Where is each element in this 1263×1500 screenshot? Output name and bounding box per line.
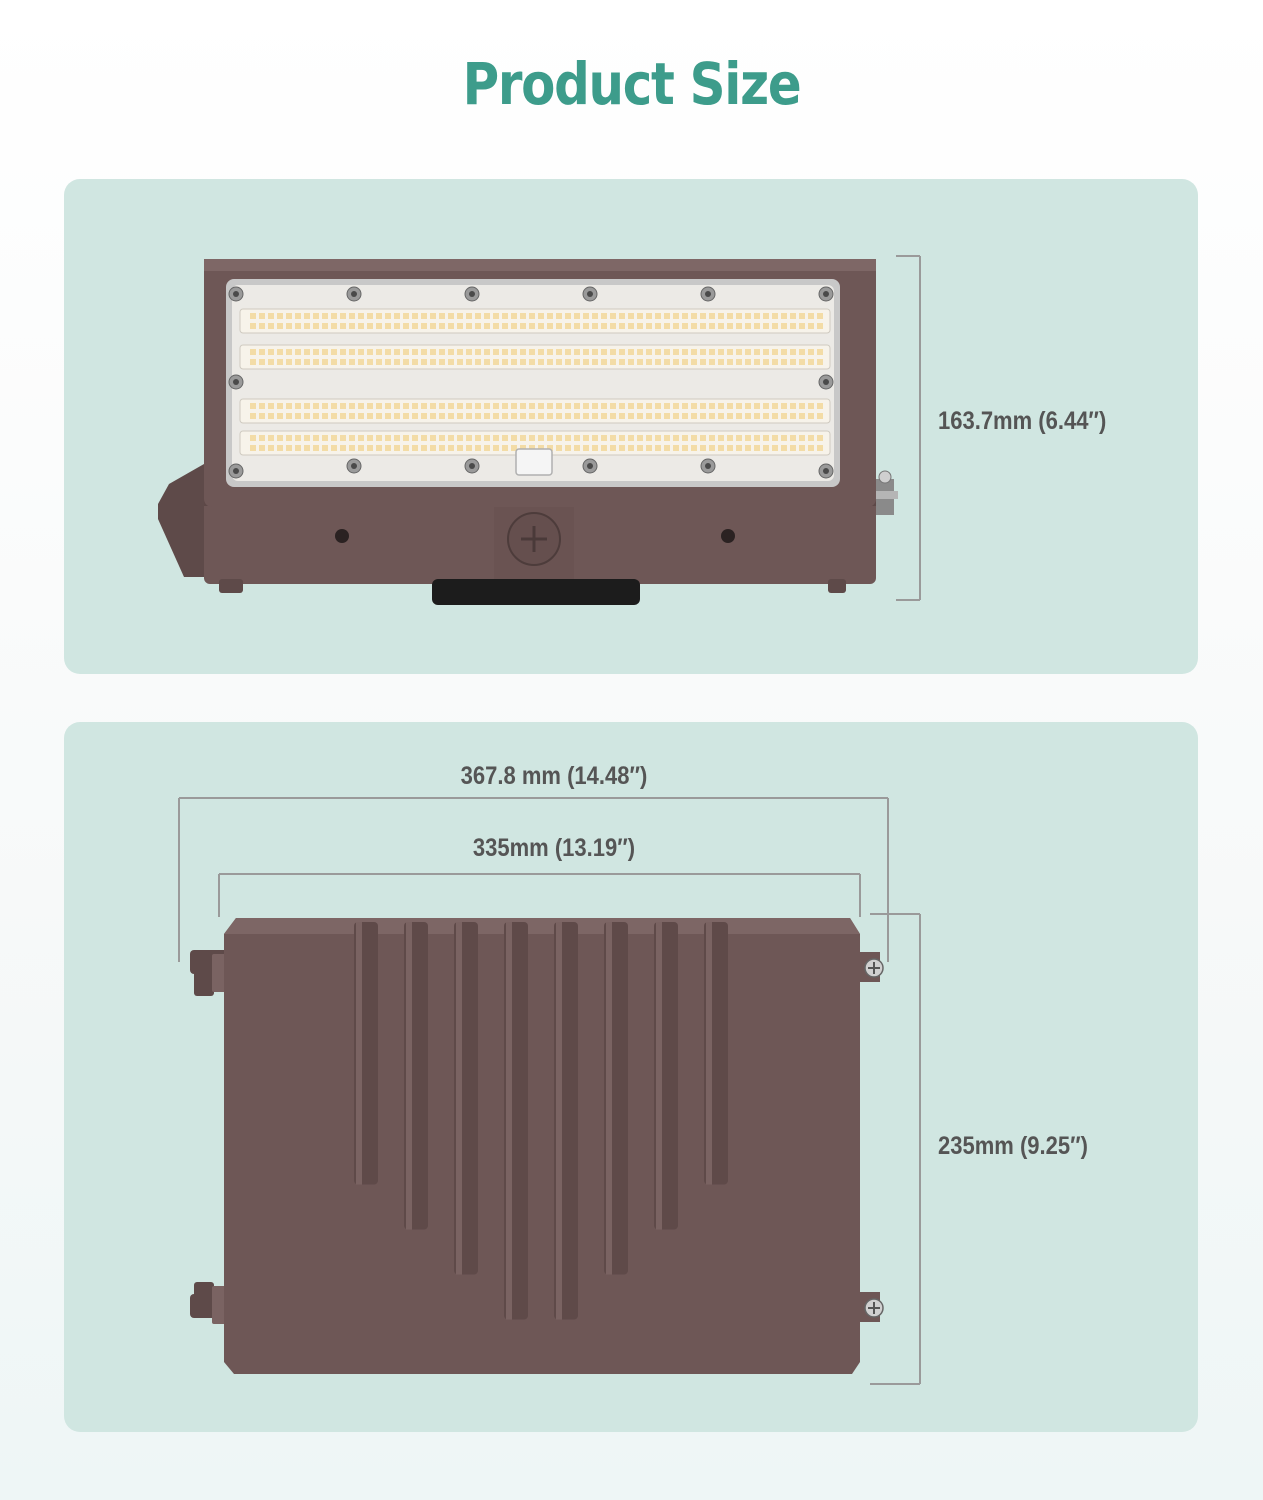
back-cooling-fins xyxy=(354,922,728,1320)
terminal-screw xyxy=(872,470,898,515)
back-view-panel: 367.8 mm (14.48″) 335mm (13.19″) 235mm (… xyxy=(64,722,1198,1432)
body-width-dimension-line xyxy=(218,873,861,917)
screw-top-right-icon xyxy=(856,952,884,982)
screw-bottom-right-icon xyxy=(856,1292,884,1322)
back-height-dimension-line xyxy=(870,913,921,1385)
height-dimension-line xyxy=(896,255,921,601)
back-plate xyxy=(224,918,860,1374)
back-height-label: 235mm (9.25″) xyxy=(938,1132,1088,1160)
led-array xyxy=(239,308,831,456)
mounting-wing xyxy=(158,464,204,577)
page-title: Product Size xyxy=(462,50,802,118)
photocell-sensor xyxy=(432,579,640,605)
front-view-illustration xyxy=(158,255,921,605)
back-view-illustration xyxy=(178,797,921,1385)
front-view-panel: 163.7mm (6.44″) xyxy=(64,179,1198,674)
overall-width-label: 367.8 mm (14.48″) xyxy=(460,762,648,790)
height-dimension-label: 163.7mm (6.44″) xyxy=(938,407,1107,435)
overall-width-dimension-line xyxy=(178,797,889,962)
body-width-label: 335mm (13.19″) xyxy=(472,834,636,862)
